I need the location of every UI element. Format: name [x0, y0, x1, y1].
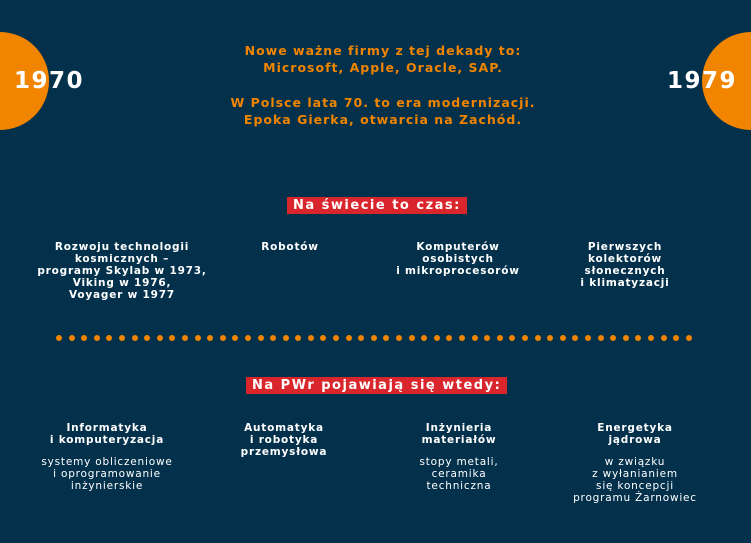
divider-dot	[597, 335, 604, 341]
world-item-text: Rozwoju technologii kosmicznych – progra…	[37, 241, 207, 301]
divider-dot	[244, 335, 251, 341]
divider-dot	[144, 335, 151, 341]
divider-dot	[383, 335, 390, 341]
divider-dot	[471, 335, 478, 341]
pwr-item-title: Automatyka i robotyka przemysłowa	[240, 422, 328, 458]
divider-dot	[131, 335, 138, 341]
divider-dot	[345, 335, 352, 341]
divider-dot	[547, 335, 554, 341]
pwr-item: Automatyka i robotyka przemysłowa	[189, 422, 379, 458]
intro-line: Nowe ważne firmy z tej dekady to:	[244, 43, 522, 58]
divider-dot	[660, 335, 667, 341]
pwr-item: Energetyka jądrowa w związku z wyłanianie…	[540, 422, 730, 504]
divider-dot	[232, 335, 239, 341]
world-item: Rozwoju technologii kosmicznych – progra…	[27, 241, 217, 301]
divider-dot	[257, 335, 264, 341]
pwr-item-desc: systemy obliczeniowe i oprogramowanie in…	[41, 456, 173, 492]
world-item-text: Robotów	[261, 241, 319, 253]
year-end: 1979	[667, 68, 738, 94]
divider-dot	[433, 335, 440, 341]
divider-dot	[307, 335, 314, 341]
dotted-divider	[56, 335, 696, 341]
pwr-item-desc: stopy metali, ceramika techniczna	[419, 456, 499, 492]
divider-dot	[635, 335, 642, 341]
intro-poland: W Polsce lata 70. to era modernizacji. E…	[183, 94, 583, 128]
divider-dot	[169, 335, 176, 341]
world-section-label: Na świecie to czas:	[287, 197, 467, 214]
divider-dot	[446, 335, 453, 341]
divider-dot	[156, 335, 163, 341]
pwr-item: Inżynieria materiałów stopy metali, ceram…	[364, 422, 554, 492]
divider-dot	[194, 335, 201, 341]
divider-dot	[181, 335, 188, 341]
divider-dot	[584, 335, 591, 341]
divider-dot	[207, 335, 214, 341]
intro-line: Epoka Gierka, otwarcia na Zachód.	[243, 112, 523, 127]
world-item: Robotów	[195, 241, 385, 253]
divider-dot	[118, 335, 125, 341]
pwr-item-title: Energetyka jądrowa	[597, 422, 673, 446]
divider-dot	[559, 335, 566, 341]
pwr-item: Informatyka i komputeryzacja systemy obli…	[12, 422, 202, 492]
divider-dot	[270, 335, 277, 341]
pwr-item-title: Informatyka i komputeryzacja	[49, 422, 165, 446]
world-item-text: Pierwszych kolektorów słonecznych i klim…	[580, 241, 670, 289]
world-item: Pierwszych kolektorów słonecznych i klim…	[530, 241, 720, 289]
divider-dot	[282, 335, 289, 341]
divider-dot	[572, 335, 579, 341]
year-start: 1970	[14, 68, 85, 94]
pwr-item-desc: w związku z wyłanianiem się koncepcji pr…	[573, 456, 697, 504]
intro-line: Microsoft, Apple, Oracle, SAP.	[263, 60, 503, 75]
divider-dot	[421, 335, 428, 341]
divider-dot	[56, 335, 62, 341]
divider-dot	[484, 335, 491, 341]
divider-dot	[496, 335, 503, 341]
divider-dot	[685, 335, 692, 341]
divider-dot	[370, 335, 377, 341]
divider-dot	[647, 335, 654, 341]
divider-dot	[459, 335, 465, 341]
divider-dot	[408, 335, 415, 341]
divider-dot	[68, 335, 75, 341]
divider-dot	[610, 335, 617, 341]
divider-dot	[509, 335, 516, 341]
intro-line: W Polsce lata 70. to era modernizacji.	[230, 95, 536, 110]
divider-dot	[521, 335, 528, 341]
divider-dot	[396, 335, 403, 341]
divider-dot	[320, 335, 327, 341]
divider-dot	[81, 335, 88, 341]
divider-dot	[106, 335, 113, 341]
pwr-section-label: Na PWr pojawiają się wtedy:	[246, 377, 508, 394]
divider-dot	[295, 335, 302, 341]
pwr-item-title: Inżynieria materiałów	[421, 422, 497, 446]
divider-dot	[534, 335, 541, 341]
divider-dot	[673, 335, 680, 341]
world-item-text: Komputerów osobistych i mikroprocesorów	[396, 241, 520, 277]
world-item: Komputerów osobistych i mikroprocesorów	[363, 241, 553, 277]
divider-dot	[219, 335, 226, 341]
divider-dot	[93, 335, 100, 341]
intro-companies: Nowe ważne firmy z tej dekady to: Micros…	[183, 42, 583, 76]
divider-dot	[358, 335, 365, 341]
divider-dot	[622, 335, 629, 341]
divider-dot	[333, 335, 340, 341]
